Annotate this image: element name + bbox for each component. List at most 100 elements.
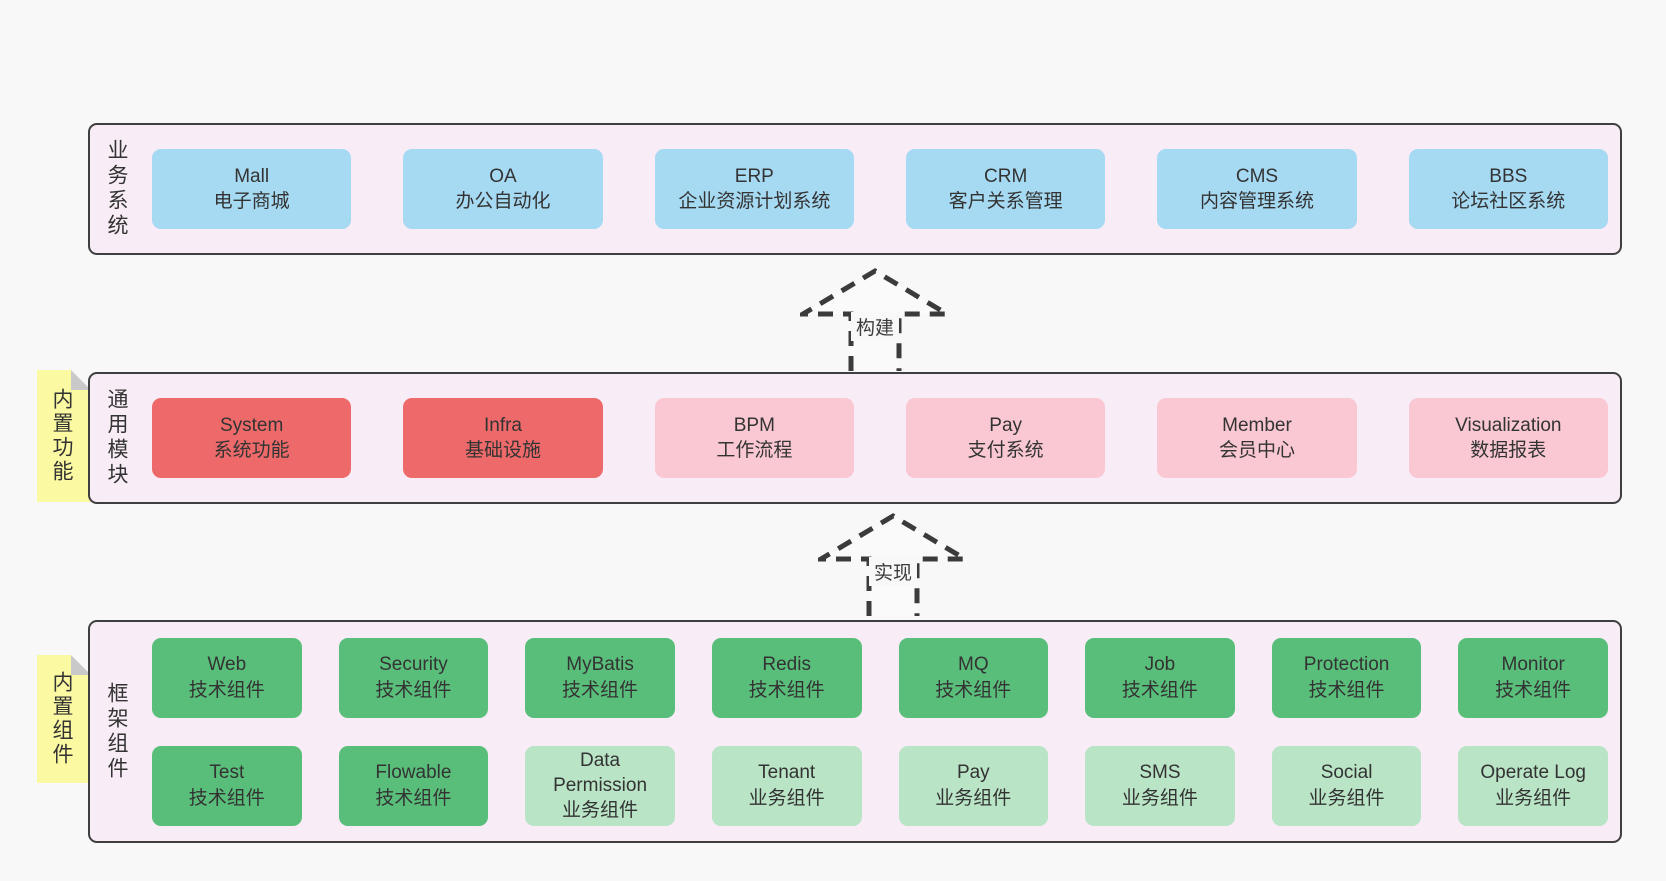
box-desc: 技术组件: [375, 679, 452, 701]
box-desc: 技术组件: [188, 787, 265, 809]
box-desc: 技术组件: [1308, 679, 1385, 701]
module-box: Redis 技术组件: [711, 637, 862, 718]
module-box: Flowable 技术组件: [338, 745, 489, 826]
layer-label: 业务系统: [105, 139, 128, 239]
module-box: BBS 论坛社区系统: [1408, 149, 1608, 229]
module-box: MQ 技术组件: [898, 637, 1049, 718]
module-box: ERP 企业资源计划系统: [654, 149, 854, 229]
box-desc: 支付系统: [967, 440, 1044, 461]
module-box: CRM 客户关系管理: [905, 149, 1106, 229]
box-desc: 会员中心: [1218, 440, 1295, 461]
box-name: Job: [1144, 654, 1176, 676]
box-desc: 技术组件: [562, 679, 639, 701]
common-modules-row: System 系统功能 Infra 基础设施 BPM 工作流程 Pay 支付系统 Member 会…: [152, 398, 1608, 478]
box-name: Web: [207, 654, 247, 676]
box-desc: 内容管理系统: [1199, 191, 1314, 212]
module-box: Infra 基础设施: [403, 398, 603, 478]
box-desc: 系统功能: [213, 440, 290, 461]
box-desc: 技术组件: [935, 679, 1012, 701]
box-desc: 工作流程: [716, 440, 793, 461]
module-box: Web 技术组件: [152, 637, 302, 718]
box-name: Protection: [1303, 654, 1390, 676]
box-desc: 办公自动化: [455, 191, 551, 212]
box-desc: 业务组件: [1121, 787, 1198, 809]
box-name: Data Permission: [553, 749, 648, 796]
module-box: Mall 电子商城: [152, 149, 352, 229]
box-name: Social: [1320, 762, 1373, 784]
module-box: CMS 内容管理系统: [1157, 149, 1357, 229]
layer-label: 通用模块: [105, 388, 128, 488]
box-name: MyBatis: [566, 654, 634, 676]
module-box: Protection 技术组件: [1271, 637, 1422, 718]
box-name: Pay: [989, 414, 1023, 436]
module-box: Pay 支付系统: [905, 398, 1106, 478]
layer-common-modules: 通用模块 System 系统功能 Infra 基础设施 BPM 工作流程 Pay 支付系统 Me…: [88, 372, 1622, 504]
box-desc: 业务组件: [1495, 787, 1572, 809]
module-box: Security 技术组件: [338, 637, 489, 718]
box-name: ERP: [734, 165, 774, 187]
module-box: BPM 工作流程: [654, 398, 854, 478]
arrow-label: 实现: [868, 557, 918, 586]
box-name: System: [219, 414, 284, 436]
box-desc: 电子商城: [213, 191, 290, 212]
module-box: OA 办公自动化: [403, 149, 603, 229]
box-name: Visualization: [1455, 414, 1562, 436]
box-name: Pay: [956, 762, 990, 784]
box-name: BBS: [1489, 165, 1528, 187]
box-name: Mall: [234, 165, 270, 187]
box-desc: 基础设施: [464, 440, 541, 461]
box-name: MQ: [958, 654, 989, 676]
box-name: Tenant: [758, 762, 816, 784]
module-box: System 系统功能: [152, 398, 352, 478]
box-name: Test: [209, 762, 245, 784]
module-box: Member 会员中心: [1157, 398, 1357, 478]
module-box: Data Permission 业务组件: [525, 745, 675, 826]
box-desc: 技术组件: [375, 787, 452, 809]
module-box: SMS 业务组件: [1085, 745, 1235, 826]
box-desc: 论坛社区系统: [1451, 191, 1566, 212]
box-name: Security: [379, 654, 448, 676]
box-name: Member: [1222, 414, 1292, 436]
box-desc: 业务组件: [748, 787, 825, 809]
box-name: Flowable: [375, 762, 452, 784]
box-desc: 技术组件: [748, 679, 825, 701]
build-arrow: 构建: [800, 268, 950, 372]
module-box: Job 技术组件: [1085, 637, 1235, 718]
module-box: Social 业务组件: [1271, 745, 1422, 826]
business-systems-row: Mall 电子商城 OA 办公自动化 ERP 企业资源计划系统 CRM 客户关系管理 CMS 内容…: [152, 149, 1608, 229]
layer-label: 框架组件: [105, 681, 128, 782]
box-name: OA: [489, 165, 517, 187]
box-desc: 技术组件: [1121, 679, 1198, 701]
box-name: Infra: [483, 414, 522, 436]
module-box: MyBatis 技术组件: [525, 637, 675, 718]
module-box: Tenant 业务组件: [711, 745, 862, 826]
box-name: Operate Log: [1480, 762, 1586, 784]
module-box: Operate Log 业务组件: [1458, 745, 1608, 826]
box-name: Redis: [762, 654, 811, 676]
box-desc: 业务组件: [562, 800, 639, 822]
sticky-note-built-in-functions: 内置功能: [37, 370, 91, 502]
box-desc: 业务组件: [935, 787, 1012, 809]
box-name: Monitor: [1501, 654, 1565, 676]
sticky-note-label: 内置功能: [50, 388, 73, 484]
module-box: Test 技术组件: [152, 745, 302, 826]
sticky-note-built-in-components: 内置组件: [37, 655, 91, 783]
module-box: Monitor 技术组件: [1458, 637, 1608, 718]
box-desc: 业务组件: [1308, 787, 1385, 809]
box-desc: 技术组件: [1495, 679, 1572, 701]
box-name: CMS: [1235, 165, 1279, 187]
implement-arrow: 实现: [818, 513, 968, 617]
module-box: Pay 业务组件: [898, 745, 1049, 826]
box-desc: 企业资源计划系统: [678, 191, 831, 212]
box-desc: 技术组件: [188, 679, 265, 701]
box-name: SMS: [1139, 762, 1181, 784]
box-name: CRM: [984, 165, 1028, 187]
sticky-note-label: 内置组件: [50, 671, 73, 767]
box-desc: 客户关系管理: [948, 191, 1063, 212]
box-name: BPM: [733, 414, 775, 436]
